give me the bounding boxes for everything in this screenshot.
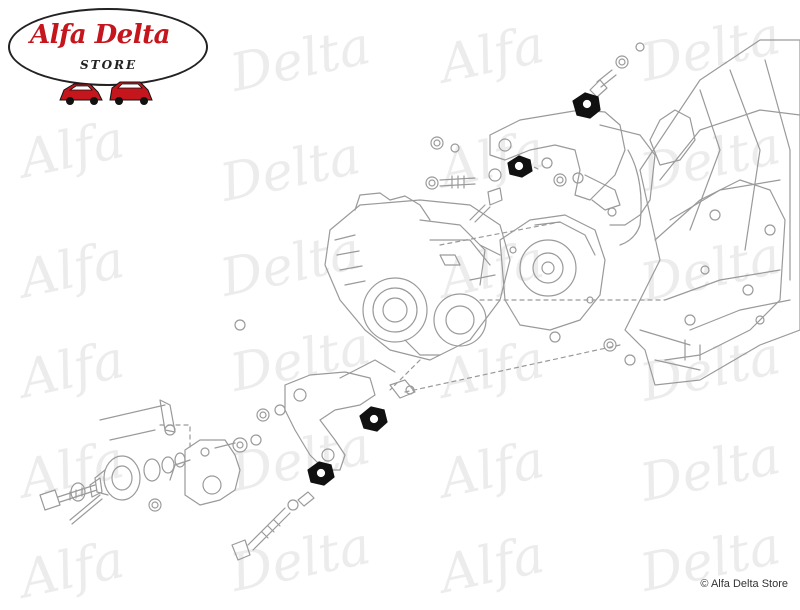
top-bolt [589,42,645,98]
alignment-lines [159,159,666,451]
logo-cars-icon [59,81,153,105]
logo-oval [8,8,208,86]
lower-mount-rubber [307,461,335,486]
lower-mount-bracket [284,359,416,471]
engine-mount-rubber-top [572,92,601,119]
clutch-housing [469,214,606,331]
stud-and-nuts-upper [425,136,584,223]
engine-mount-rubber-middle [507,155,533,178]
engine-block [324,192,511,361]
upper-mount-bracket [489,109,656,246]
pulley-assembly [70,399,186,502]
long-bolt-center [231,491,315,561]
gearbox-casing [624,39,800,386]
logo-store-label: STORE [80,58,138,72]
gearbox-mount-rubber [359,406,388,432]
lower-left-bracket [169,439,241,506]
logo-brand-name: Alfa Delta [30,20,170,50]
copyright-notice: © Alfa Delta Store [700,578,788,590]
washers-and-nuts [148,319,636,512]
highlighted-parts [307,92,601,486]
long-bolt-left [39,484,103,525]
store-logo[interactable]: Alfa Delta STORE [8,8,213,105]
